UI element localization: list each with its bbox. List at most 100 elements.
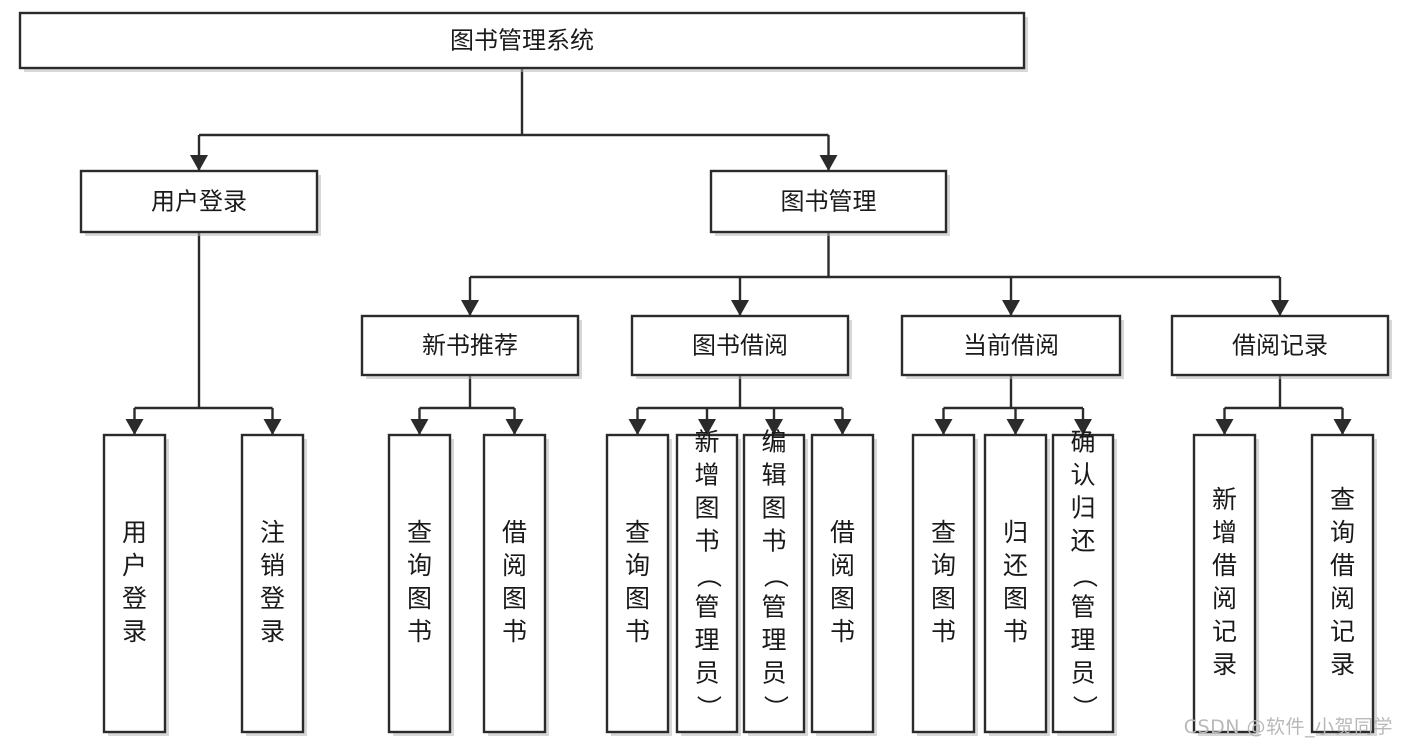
node-box[interactable] — [1192, 433, 1257, 734]
node-box[interactable] — [630, 314, 850, 377]
svg-text:阅: 阅 — [502, 551, 527, 580]
node-box[interactable] — [983, 433, 1048, 734]
arrowhead-icon — [410, 419, 429, 435]
svg-text:编: 编 — [761, 428, 786, 457]
svg-text:借: 借 — [502, 518, 527, 547]
node-current-borrow[interactable]: 当前借阅 — [900, 314, 1124, 379]
connector-layer — [125, 68, 1352, 435]
svg-text:书: 书 — [407, 617, 432, 646]
node-box[interactable] — [1310, 433, 1375, 734]
svg-text:登: 登 — [260, 584, 285, 613]
arrowhead-icon — [765, 419, 783, 435]
svg-text:书: 书 — [830, 617, 855, 646]
node-label: 当前借阅 — [963, 332, 1059, 360]
arrowhead-icon — [1271, 300, 1289, 316]
arrowhead-icon — [819, 155, 838, 171]
svg-text:查: 查 — [931, 518, 956, 547]
svg-text:归: 归 — [1003, 518, 1028, 547]
node-borrow-record[interactable]: 借阅记录 — [1170, 314, 1392, 379]
node-box[interactable] — [675, 433, 739, 734]
node-box[interactable] — [810, 433, 875, 734]
node-box[interactable] — [605, 433, 670, 734]
node-box[interactable] — [387, 433, 452, 734]
arrowhead-icon — [461, 300, 479, 316]
svg-text:新: 新 — [1212, 485, 1237, 514]
arrowhead-icon — [731, 300, 749, 316]
svg-text:图: 图 — [407, 584, 432, 613]
svg-text:员: 员 — [761, 659, 786, 688]
node-new-book-recommend[interactable]: 新书推荐 — [360, 314, 582, 379]
arrowhead-icon — [628, 419, 647, 435]
node-box[interactable] — [79, 169, 319, 234]
svg-text:询: 询 — [1330, 518, 1355, 547]
node-box[interactable] — [240, 433, 305, 734]
node-box[interactable] — [911, 433, 976, 734]
arrowhead-icon — [833, 419, 852, 435]
svg-text:书: 书 — [1003, 617, 1028, 646]
svg-text:书: 书 — [502, 617, 527, 646]
svg-text:查: 查 — [625, 518, 650, 547]
node-leaf-user-login[interactable]: 用户登录 — [102, 433, 169, 736]
svg-text:询: 询 — [625, 551, 650, 580]
svg-text:增: 增 — [694, 461, 719, 490]
node-box[interactable] — [1051, 433, 1115, 734]
arrowhead-icon — [1333, 419, 1352, 435]
node-box[interactable] — [742, 433, 806, 734]
svg-text:录: 录 — [122, 617, 147, 646]
svg-text:阅: 阅 — [830, 551, 855, 580]
node-label: 图书借阅 — [692, 332, 788, 360]
svg-text:）: ） — [1070, 695, 1099, 720]
node-box[interactable] — [18, 11, 1026, 70]
svg-text:记: 记 — [1330, 617, 1355, 646]
node-box[interactable] — [360, 314, 580, 377]
node-user-login[interactable]: 用户登录 — [79, 169, 321, 236]
svg-text:归: 归 — [1070, 494, 1095, 523]
svg-text:管: 管 — [1070, 593, 1095, 622]
svg-text:新: 新 — [694, 428, 719, 457]
node-root[interactable]: 图书管理系统 — [18, 11, 1028, 72]
node-box[interactable] — [102, 433, 167, 734]
svg-text:书: 书 — [761, 527, 786, 556]
node-box[interactable] — [482, 433, 547, 734]
svg-text:录: 录 — [1212, 650, 1237, 679]
svg-text:图: 图 — [1003, 584, 1028, 613]
node-box[interactable] — [709, 169, 948, 234]
node-label: 图书管理 — [781, 188, 877, 216]
svg-text:理: 理 — [1070, 626, 1095, 655]
arrowhead-icon — [698, 419, 716, 435]
svg-text:管: 管 — [694, 593, 719, 622]
node-book-borrow[interactable]: 图书借阅 — [630, 314, 852, 379]
svg-text:图: 图 — [502, 584, 527, 613]
svg-text:录: 录 — [260, 617, 285, 646]
svg-text:还: 还 — [1003, 551, 1028, 580]
svg-text:员: 员 — [1070, 659, 1095, 688]
node-label: 借阅记录 — [1232, 332, 1328, 360]
svg-text:（: （ — [761, 563, 790, 588]
svg-text:录: 录 — [1330, 650, 1355, 679]
node-box[interactable] — [1170, 314, 1390, 377]
svg-text:借: 借 — [1212, 551, 1237, 580]
node-book-management[interactable]: 图书管理 — [709, 169, 950, 236]
svg-text:（: （ — [1070, 563, 1099, 588]
node-label: 新书推荐 — [422, 332, 518, 360]
node-box[interactable] — [900, 314, 1122, 377]
